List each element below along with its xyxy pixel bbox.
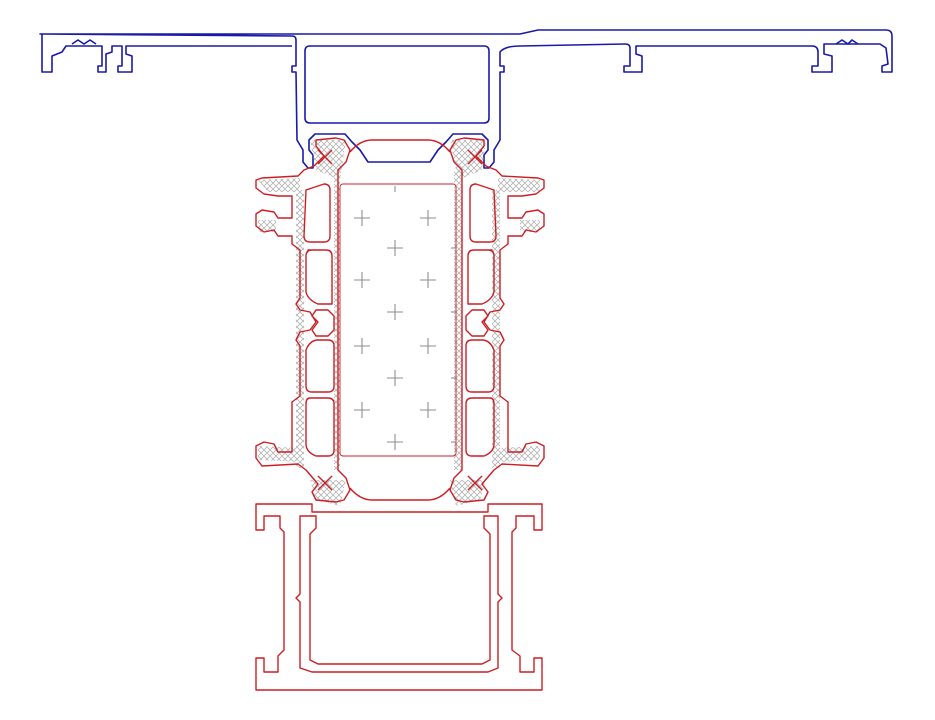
- insulation-crosses: [354, 186, 456, 450]
- red-sash-right-outline: [449, 137, 545, 503]
- blue-top-profile: [39, 29, 893, 169]
- insulation-cross-9: [387, 370, 403, 386]
- thermal-strip-left: [258, 140, 346, 506]
- left-chamber-1: [303, 183, 331, 243]
- insulation-cross-8: [420, 338, 436, 354]
- red-sash-left-outline: [255, 137, 351, 503]
- left-clip-mid: [311, 309, 335, 337]
- insulation-cross-7: [354, 338, 370, 354]
- insulation-cross-3: [387, 240, 403, 256]
- left-chamber-4: [305, 397, 335, 457]
- insulation-cross-10: [354, 402, 370, 418]
- insulation-cross-6: [387, 304, 403, 320]
- left-chamber-2: [305, 249, 333, 305]
- left-chamber-3: [305, 339, 335, 393]
- insulation-cross-12: [387, 434, 403, 450]
- insulation-panel-outline: [339, 183, 457, 457]
- insulation-cross-4: [354, 272, 370, 288]
- panel-bottom-bridge: [349, 487, 451, 501]
- red-bottom-profile: [255, 503, 543, 691]
- right-chamber-2: [467, 249, 495, 305]
- blue-left-end: [41, 34, 292, 73]
- red-middle-sash: [255, 137, 545, 506]
- blue-right-end: [835, 39, 859, 45]
- blue-flange-outline: [39, 29, 893, 169]
- right-chamber-1: [469, 183, 497, 243]
- right-chamber-4: [465, 397, 495, 457]
- right-clip-mid: [465, 309, 489, 337]
- right-chamber-3: [465, 339, 495, 393]
- insulation-cross-1: [354, 210, 370, 226]
- insulation-cross-11: [420, 402, 436, 418]
- panel-top-bridge: [349, 139, 451, 153]
- red-bottom-outer: [255, 503, 543, 691]
- red-bottom-inner: [295, 515, 503, 673]
- blue-left-notch: [71, 39, 97, 45]
- insulation-cross-2: [420, 210, 436, 226]
- insulation-panel: [339, 139, 457, 501]
- blue-inner-box: [304, 45, 490, 124]
- thermal-strip-right: [450, 140, 540, 506]
- glazing-gasket-strips: [334, 170, 462, 470]
- gasket-marks: [317, 149, 483, 491]
- insulation-cross-5: [420, 272, 436, 288]
